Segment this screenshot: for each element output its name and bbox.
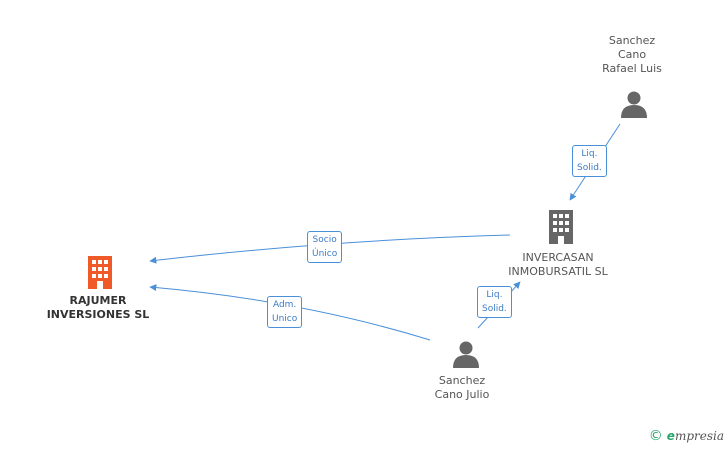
building-icon[interactable]: [546, 210, 576, 248]
company-name-line: INMOBURSATIL SL: [508, 265, 608, 278]
person-label-julio[interactable]: Sanchez Cano Julio: [412, 374, 512, 402]
edge-label-liq-solid-top: Liq. Solid.: [572, 145, 607, 177]
company-label-invercasan[interactable]: INVERCASAN INMOBURSATIL SL: [496, 251, 620, 279]
company-name-line: INVERCASAN: [522, 251, 594, 264]
person-name-line: Cano: [617, 48, 647, 61]
person-label-rafael[interactable]: Sanchez Cano Rafael Luis: [582, 34, 682, 76]
edge-label-liq-solid-bottom: Liq. Solid.: [477, 286, 512, 318]
person-icon[interactable]: [620, 90, 648, 122]
person-name-line: Sanchez: [608, 34, 656, 47]
person-name-line: Rafael Luis: [602, 62, 662, 75]
person-name-line: Sanchez: [438, 374, 486, 387]
person-icon[interactable]: [452, 340, 480, 372]
copyright-icon: ©: [648, 428, 663, 444]
brand-footer: ©empresia: [649, 428, 724, 444]
edge-label-socio-unico: Socio Único: [307, 231, 343, 263]
brand-logo-initial: e: [666, 429, 675, 443]
company-label-rajumer[interactable]: RAJUMER INVERSIONES SL: [36, 294, 160, 322]
building-icon[interactable]: [85, 256, 115, 293]
company-name-line: RAJUMER: [69, 294, 127, 307]
person-name-line: Cano Julio: [434, 388, 490, 401]
edge-label-adm-unico: Adm. Unico: [267, 296, 303, 328]
company-name-line: INVERSIONES SL: [46, 308, 150, 321]
brand-logo-text: mpresia: [674, 429, 724, 443]
